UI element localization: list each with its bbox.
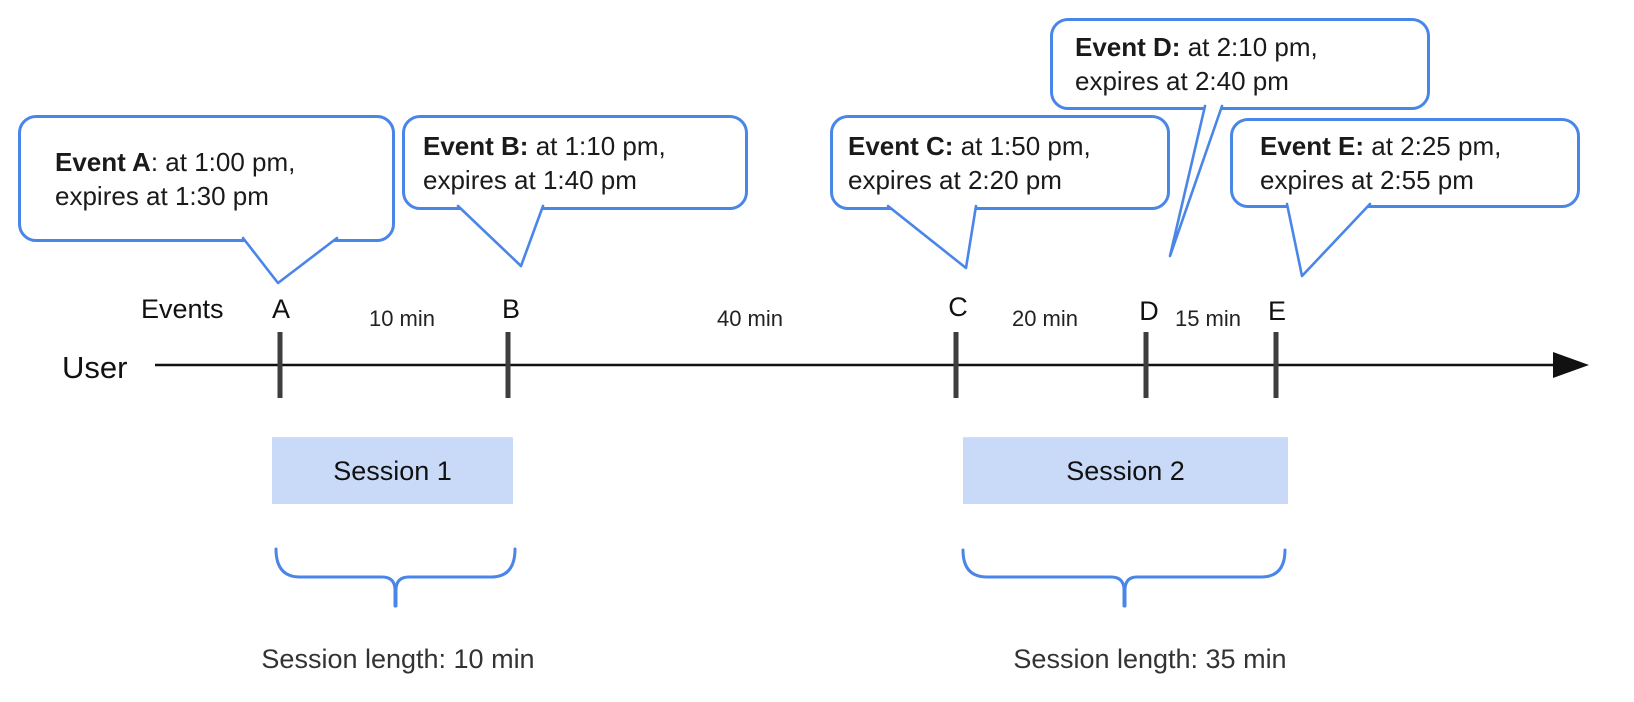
bubble-event-d-expiry: expires at 2:40 pm bbox=[1075, 66, 1289, 96]
session-2-box: Session 2 bbox=[963, 437, 1288, 504]
tick-c bbox=[953, 332, 959, 398]
session-2-brace bbox=[961, 548, 1287, 608]
tick-a bbox=[277, 332, 283, 398]
session-1-brace bbox=[274, 547, 517, 608]
bubble-event-d-title: Event D: bbox=[1075, 32, 1181, 62]
bubble-tail-e bbox=[1285, 202, 1372, 278]
bubble-event-c-expiry: expires at 2:20 pm bbox=[848, 164, 1062, 195]
bubble-event-e: Event E: at 2:25 pm, expires at 2:55 pm bbox=[1230, 118, 1580, 208]
bubble-event-a-expiry: expires at 1:30 pm bbox=[55, 180, 269, 211]
bubble-event-c-line1: Event C: at 1:50 pm, bbox=[848, 129, 1167, 163]
bubble-event-b: Event B: at 1:10 pm, expires at 1:40 pm bbox=[402, 115, 748, 210]
bubble-event-b-time: at 1:10 pm, bbox=[528, 130, 666, 161]
bubble-event-c-time: at 1:50 pm, bbox=[953, 130, 1091, 161]
interval-label-a-b: 10 min bbox=[368, 306, 436, 331]
bubble-tail-b bbox=[456, 204, 545, 268]
interval-label-b-c: 40 min bbox=[716, 306, 784, 331]
event-letter-e: E bbox=[1267, 296, 1287, 326]
bubble-event-e-time: at 2:25 pm, bbox=[1364, 131, 1502, 161]
session-1-box: Session 1 bbox=[272, 437, 513, 504]
bubble-event-e-expiry: expires at 2:55 pm bbox=[1260, 165, 1474, 195]
tick-b bbox=[505, 332, 511, 398]
session-2-length-label: Session length: 35 min bbox=[1013, 644, 1287, 674]
user-axis-label: User bbox=[62, 350, 128, 385]
event-letter-a: A bbox=[271, 294, 291, 324]
session-1-length-label: Session length: 10 min bbox=[261, 644, 535, 674]
bubble-event-b-title: Event B: bbox=[423, 130, 529, 161]
bubble-event-c-title: Event C: bbox=[848, 130, 954, 161]
bubble-event-a: Event A: at 1:00 pm, expires at 1:30 pm bbox=[18, 115, 395, 242]
bubble-event-d-time: at 2:10 pm, bbox=[1180, 32, 1318, 62]
events-axis-label: Events bbox=[141, 294, 224, 324]
bubble-event-d-line1: Event D: at 2:10 pm, bbox=[1075, 30, 1427, 64]
bubble-event-a-line1: Event A: at 1:00 pm, bbox=[55, 145, 392, 179]
timeline-arrow bbox=[155, 352, 1589, 378]
interval-label-d-e: 15 min bbox=[1174, 306, 1242, 331]
bubble-event-b-line1: Event B: at 1:10 pm, bbox=[423, 129, 745, 163]
tick-d bbox=[1143, 332, 1149, 398]
event-letter-d: D bbox=[1139, 296, 1159, 326]
bubble-tail-d bbox=[1168, 104, 1224, 258]
bubble-event-b-expiry: expires at 1:40 pm bbox=[423, 164, 637, 195]
bubble-event-c: Event C: at 1:50 pm, expires at 2:20 pm bbox=[830, 115, 1170, 210]
interval-label-c-d: 20 min bbox=[1011, 306, 1079, 331]
session-1-label: Session 1 bbox=[333, 455, 452, 486]
bubble-tail-a bbox=[241, 236, 339, 285]
bubble-tail-c bbox=[886, 204, 978, 270]
bubble-event-a-title: Event A bbox=[55, 146, 151, 177]
bubble-event-e-line1: Event E: at 2:25 pm, bbox=[1260, 129, 1577, 163]
bubble-event-d: Event D: at 2:10 pm, expires at 2:40 pm bbox=[1050, 18, 1430, 110]
event-letter-b: B bbox=[501, 294, 521, 324]
event-letter-c: C bbox=[948, 292, 968, 322]
session-2-label: Session 2 bbox=[1066, 455, 1185, 486]
tick-e bbox=[1273, 332, 1279, 398]
bubble-event-e-title: Event E: bbox=[1260, 131, 1365, 161]
bubble-event-a-time: : at 1:00 pm, bbox=[150, 146, 296, 177]
